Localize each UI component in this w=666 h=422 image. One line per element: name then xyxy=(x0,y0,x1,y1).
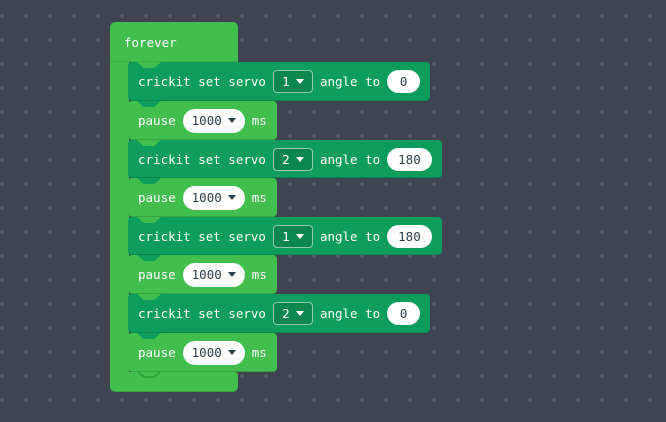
angle-value: 0 xyxy=(399,306,408,321)
pause-label: pause xyxy=(138,190,176,205)
pause-duration-value: 1000 xyxy=(191,267,222,282)
angle-value: 180 xyxy=(398,151,421,167)
block-connector-notch xyxy=(137,333,161,339)
chevron-down-icon xyxy=(227,118,236,123)
angle-value: 0 xyxy=(399,74,408,89)
chevron-down-icon xyxy=(227,350,236,355)
crickit-set-servo-block[interactable]: crickit set servo 1 angle to 180 xyxy=(128,217,442,255)
forever-block-foot[interactable] xyxy=(110,372,238,392)
servo-number-dropdown[interactable]: 2 xyxy=(272,302,313,325)
crickit-set-servo-block[interactable]: crickit set servo 2 angle to 180 xyxy=(128,140,442,178)
block-connector-notch xyxy=(137,140,161,146)
ms-label: ms xyxy=(251,267,267,282)
angle-value-field[interactable]: 180 xyxy=(387,147,432,171)
chevron-down-icon xyxy=(227,272,236,277)
chevron-down-icon xyxy=(295,156,304,162)
forever-block-header[interactable]: forever xyxy=(110,22,238,62)
pause-duration-value: 1000 xyxy=(191,190,222,205)
pause-label: pause xyxy=(138,113,176,128)
pause-duration-dropdown[interactable]: 1000 xyxy=(182,340,245,365)
block-connector-notch xyxy=(137,294,161,300)
pause-label: pause xyxy=(138,267,176,282)
pause-duration-value: 1000 xyxy=(191,113,222,128)
pause-duration-value: 1000 xyxy=(191,345,222,360)
crickit-set-servo-block[interactable]: crickit set servo 1 angle to 0 xyxy=(128,62,431,101)
angle-value-field[interactable]: 180 xyxy=(387,224,432,248)
pause-duration-dropdown[interactable]: 1000 xyxy=(182,185,245,210)
pause-block[interactable]: pause 1000 ms xyxy=(128,178,277,217)
block-connector-notch xyxy=(137,255,161,261)
crickit-block-label: crickit set servo xyxy=(138,228,266,244)
angle-to-label: angle to xyxy=(319,74,381,89)
angle-value-field[interactable]: 0 xyxy=(387,302,421,325)
block-connector-notch xyxy=(137,101,161,107)
pause-duration-dropdown[interactable]: 1000 xyxy=(182,262,245,287)
servo-number-value: 2 xyxy=(282,151,290,167)
crickit-block-label: crickit set servo xyxy=(138,151,266,167)
crickit-block-label: crickit set servo xyxy=(138,306,266,321)
crickit-set-servo-block[interactable]: crickit set servo 2 angle to 0 xyxy=(128,294,431,333)
servo-number-value: 2 xyxy=(282,306,290,321)
crickit-block-label: crickit set servo xyxy=(138,74,266,89)
angle-value: 180 xyxy=(398,228,421,244)
angle-to-label: angle to xyxy=(319,151,381,167)
angle-to-label: angle to xyxy=(319,228,381,244)
chevron-down-icon xyxy=(295,311,304,316)
servo-number-value: 1 xyxy=(282,74,290,89)
chevron-down-icon xyxy=(295,233,304,239)
angle-to-label: angle to xyxy=(319,306,381,321)
pause-duration-dropdown[interactable]: 1000 xyxy=(182,108,245,133)
pause-label: pause xyxy=(138,345,176,360)
block-connector-notch xyxy=(137,62,161,68)
ms-label: ms xyxy=(251,190,267,205)
block-connector-notch xyxy=(137,372,161,378)
servo-number-dropdown[interactable]: 2 xyxy=(272,147,313,171)
chevron-down-icon xyxy=(227,195,236,200)
block-connector-notch xyxy=(137,217,161,223)
forever-block-spine[interactable] xyxy=(110,62,129,372)
ms-label: ms xyxy=(251,113,267,128)
forever-label: forever xyxy=(124,34,177,50)
block-connector-notch xyxy=(137,178,161,184)
servo-number-dropdown[interactable]: 1 xyxy=(272,70,313,93)
angle-value-field[interactable]: 0 xyxy=(387,70,421,93)
servo-number-dropdown[interactable]: 1 xyxy=(272,224,313,248)
chevron-down-icon xyxy=(295,79,304,84)
ms-label: ms xyxy=(251,345,267,360)
servo-number-value: 1 xyxy=(282,228,290,244)
